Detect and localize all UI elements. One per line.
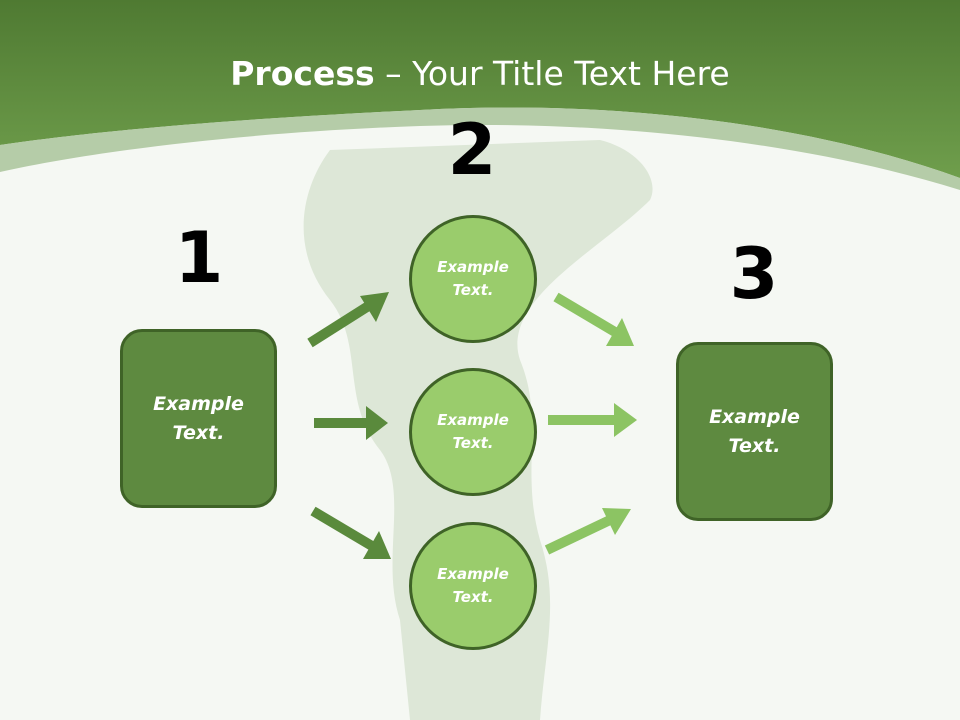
middle-circle-1-line1: Example [437, 258, 509, 276]
step-number-3: 3 [729, 233, 779, 315]
middle-circle-1-line2: Text. [452, 281, 494, 299]
title-bold: Process [230, 54, 375, 93]
middle-circle-2-line1: Example [437, 411, 509, 429]
arrow-circle-2-to-box [548, 403, 637, 437]
input-box: Example Text. [120, 329, 277, 508]
output-box: Example Text. [676, 342, 833, 521]
header-swoosh [0, 107, 960, 190]
title-rest: – Your Title Text Here [374, 54, 730, 93]
step-number-2: 2 [447, 109, 497, 191]
input-box-line2: Text. [172, 421, 225, 444]
arrow-circle-3-to-box [544, 508, 631, 555]
arrow-box-to-circle-1 [307, 292, 389, 348]
input-box-line1: Example [153, 392, 244, 415]
arrow-box-to-circle-3 [310, 506, 391, 559]
output-box-line2: Text. [728, 434, 781, 457]
middle-circle-3-line1: Example [437, 565, 509, 583]
middle-circle-1: Example Text. [409, 215, 537, 343]
arrow-circle-1-to-box [553, 292, 634, 346]
header-band [0, 0, 960, 178]
slide-title: Process – Your Title Text Here [0, 52, 960, 96]
output-box-line1: Example [709, 405, 800, 428]
arrow-box-to-circle-2 [314, 406, 388, 440]
middle-circle-2: Example Text. [409, 368, 537, 496]
middle-circle-2-line2: Text. [452, 434, 494, 452]
middle-circle-3: Example Text. [409, 522, 537, 650]
step-number-1: 1 [174, 217, 224, 299]
middle-circle-3-line2: Text. [452, 588, 494, 606]
